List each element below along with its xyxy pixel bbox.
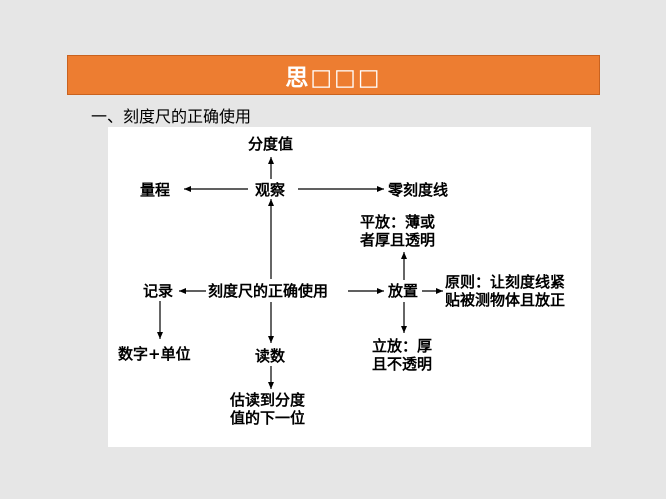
node-observe: 观察 — [255, 181, 286, 199]
node-zero-line: 零刻度线 — [388, 181, 449, 199]
node-range: 量程 — [140, 181, 171, 199]
node-estimate: 估读到分度 值的下一位 — [230, 391, 306, 427]
concept-diagram: 分度值 量程 观察 零刻度线 平放：薄或 者厚且透明 记录 刻度尺的正确使用 放… — [108, 127, 591, 447]
node-center-proper-use: 刻度尺的正确使用 — [208, 282, 329, 300]
section-banner: 思□□□ — [67, 55, 600, 95]
node-place: 放置 — [388, 282, 419, 300]
node-principle: 原则：让刻度线紧 贴被测物体且放正 — [445, 273, 566, 309]
banner-title: 思□□□ — [285, 65, 382, 91]
section-subtitle: 一、刻度尺的正确使用 — [91, 107, 252, 126]
node-flat-placement: 平放：薄或 者厚且透明 — [360, 213, 436, 249]
node-record: 记录 — [143, 282, 174, 300]
node-number-unit: 数字+单位 — [118, 345, 191, 363]
diagram-arrows — [157, 157, 443, 389]
node-read: 读数 — [255, 347, 286, 365]
node-division: 分度值 — [248, 135, 294, 153]
node-upright-placement: 立放：厚 且不透明 — [372, 337, 433, 373]
